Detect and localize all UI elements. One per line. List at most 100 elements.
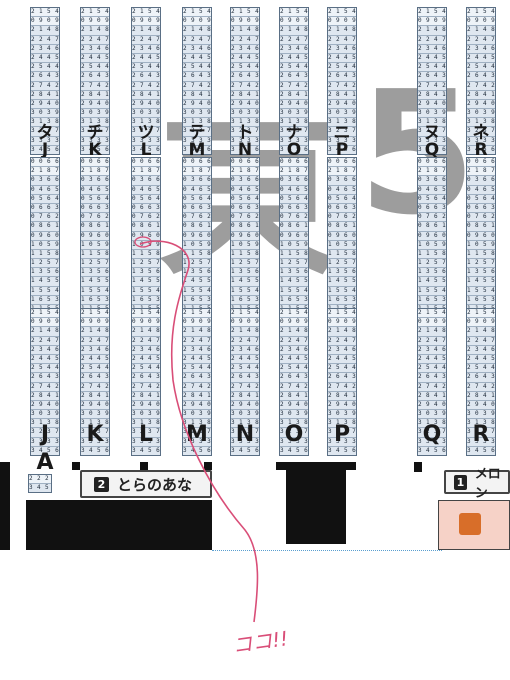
table-cell: 2 6 4 3 bbox=[280, 72, 308, 82]
table-cell: 0 9 0 9 bbox=[467, 318, 495, 328]
table-cell: 3 1 3 8 bbox=[81, 419, 109, 429]
block-letter-label: P bbox=[333, 422, 351, 447]
table-cell: 0 9 0 9 bbox=[183, 318, 211, 328]
table-cell: 0 9 6 0 bbox=[31, 232, 59, 241]
table-cell: 2 4 4 5 bbox=[467, 54, 495, 64]
shop-number: 1 bbox=[454, 474, 467, 490]
table-cell: 1 0 5 9 bbox=[231, 241, 259, 250]
table-cell: 3 1 3 8 bbox=[280, 419, 308, 429]
table-cell: 1 0 5 9 bbox=[132, 241, 160, 250]
wall-right-post bbox=[414, 462, 422, 472]
block-letter-label: O bbox=[286, 140, 302, 160]
table-cell: 1 0 5 9 bbox=[418, 241, 446, 250]
table-cell: 2 1 4 8 bbox=[183, 26, 211, 36]
table-cell: 2 1 5 4 bbox=[81, 309, 109, 319]
table-cell: 2 1 5 4 bbox=[132, 309, 160, 319]
table-cell: 1 3 5 6 bbox=[132, 268, 160, 278]
table-cell: 1 6 5 3 bbox=[81, 296, 109, 305]
table-cell: 2 4 4 5 bbox=[231, 355, 259, 365]
table-cell: 2 1 4 8 bbox=[467, 327, 495, 337]
block-letter-label: N bbox=[235, 422, 255, 447]
table-cell: 2 6 4 3 bbox=[328, 373, 356, 383]
block-letter-label: R bbox=[472, 422, 490, 447]
table-cell: 2 1 5 4 bbox=[467, 8, 495, 18]
table-cell: 1 2 5 7 bbox=[280, 259, 308, 269]
table-cell: 2 4 4 5 bbox=[280, 355, 308, 365]
table-cell: 2 1 8 7 bbox=[31, 167, 59, 177]
table-cell: 0 9 0 9 bbox=[183, 17, 211, 27]
table-cell: 1 0 5 9 bbox=[31, 241, 59, 250]
table-cell: 2 3 4 6 bbox=[231, 45, 259, 54]
table-cell: 2 4 4 5 bbox=[328, 355, 356, 365]
table-cell: 1 5 5 4 bbox=[183, 287, 211, 296]
table-cell: 0 9 0 9 bbox=[81, 318, 109, 328]
table-cell: 2 6 4 3 bbox=[132, 373, 160, 383]
table-cell: 3 1 3 8 bbox=[231, 419, 259, 429]
table-cell: 2 2 4 7 bbox=[231, 36, 259, 45]
table-cell: 0 4 6 5 bbox=[81, 186, 109, 195]
table-cell: 0 0 6 6 bbox=[467, 158, 495, 168]
table-cell: 2 1 5 4 bbox=[280, 309, 308, 319]
table-cell: 1 2 5 7 bbox=[81, 259, 109, 269]
table-cell: 1 1 5 8 bbox=[418, 250, 446, 260]
table-cell: 2 9 4 0 bbox=[418, 100, 446, 110]
table-cell: 1 5 5 4 bbox=[418, 287, 446, 296]
block-katakana-label: ツ bbox=[137, 123, 155, 143]
block-letter-label: K bbox=[86, 422, 104, 447]
table-cell: 2 6 4 3 bbox=[231, 72, 259, 82]
table-cell: 3 0 3 9 bbox=[418, 109, 446, 119]
table-cell: 1 0 5 9 bbox=[280, 241, 308, 250]
table-cell: 2 1 4 8 bbox=[280, 26, 308, 36]
table-cell: 1 1 5 8 bbox=[81, 250, 109, 260]
table-cell: 2 1 8 7 bbox=[81, 167, 109, 177]
table-cell: 1 1 5 8 bbox=[132, 250, 160, 260]
table-cell: 0 9 0 9 bbox=[231, 318, 259, 328]
table-cell: 3 2 3 7 bbox=[231, 127, 259, 137]
wall-post-1 bbox=[72, 462, 80, 470]
table-cell: 3 4 5 6 bbox=[31, 145, 59, 153]
table-cell: 0 6 6 3 bbox=[81, 204, 109, 214]
block-katakana-label: ニ bbox=[333, 123, 351, 143]
table-cell: 3 1 3 8 bbox=[328, 118, 356, 128]
table-cell: 2 8 4 1 bbox=[467, 91, 495, 100]
table-cell: 0 8 6 1 bbox=[183, 222, 211, 232]
table-cell: 2 1 5 4 bbox=[31, 309, 59, 319]
table-cell: 2 3 4 6 bbox=[81, 45, 109, 54]
block-letter-label: Q bbox=[422, 422, 442, 447]
table-cell: 2 1 4 8 bbox=[418, 26, 446, 36]
table-cell: 2 7 4 2 bbox=[231, 82, 259, 91]
table-cell: 3 4 5 6 bbox=[467, 145, 495, 153]
table-cell: 1 2 5 7 bbox=[328, 259, 356, 269]
table-cell: 0 8 6 1 bbox=[280, 222, 308, 232]
table-cell: 3 2 3 7 bbox=[328, 428, 356, 438]
table-cell: 3 1 3 8 bbox=[132, 419, 160, 429]
table-cell: 2 1 8 7 bbox=[418, 167, 446, 177]
table-cell: 2 3 4 6 bbox=[31, 45, 59, 54]
table-cell: 1 2 5 7 bbox=[231, 259, 259, 269]
table-cell: 2 8 4 1 bbox=[418, 91, 446, 100]
block-letter-label: L bbox=[140, 140, 152, 160]
table-cell: 0 3 6 6 bbox=[328, 176, 356, 186]
table-cell: 3 3 3 3 bbox=[31, 438, 59, 447]
table-cell: 3 1 3 8 bbox=[31, 419, 59, 429]
shop-label: メロン bbox=[474, 467, 501, 501]
table-cell: 1 1 5 8 bbox=[328, 250, 356, 260]
table-cell: 2 1 8 7 bbox=[183, 167, 211, 177]
table-cell: 0 9 6 0 bbox=[132, 232, 160, 241]
table-cell: 3 4 5 6 bbox=[418, 446, 446, 454]
table-cell: 3 3 3 3 bbox=[467, 137, 495, 146]
table-cell: 2 6 4 3 bbox=[467, 373, 495, 383]
table-cell: 2 1 4 8 bbox=[132, 327, 160, 337]
table-cell: 2 1 4 8 bbox=[467, 26, 495, 36]
table-cell: 2 4 4 5 bbox=[81, 355, 109, 365]
table-cell: 2 3 4 6 bbox=[31, 346, 59, 355]
table-cell: 1 6 5 3 bbox=[31, 296, 59, 305]
table-cell: 1 1 5 8 bbox=[467, 250, 495, 260]
table-cell: 2 1 4 8 bbox=[328, 327, 356, 337]
